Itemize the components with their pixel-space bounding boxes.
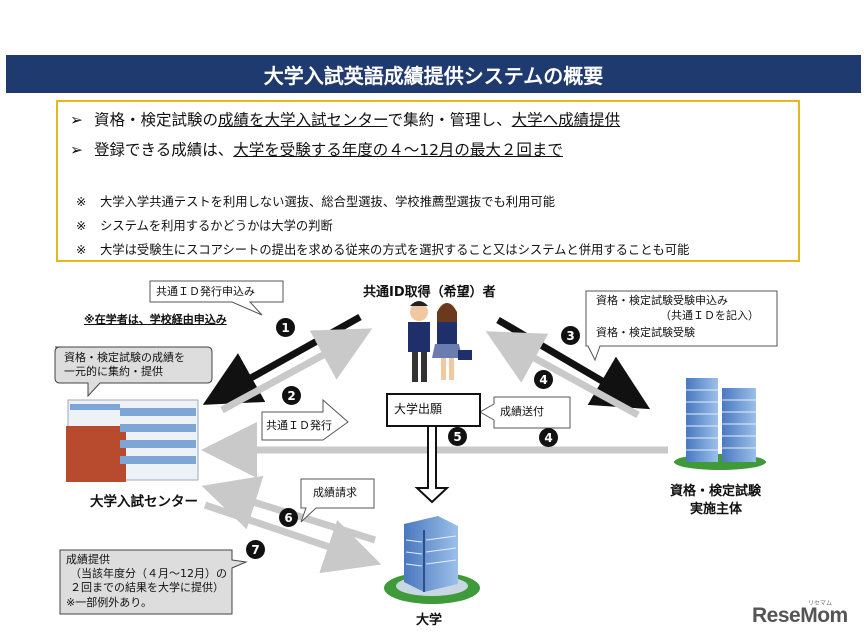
note-3: ※大学は受験生にスコアシートの提出を求める従来の方式を選択すること又はシステムと… — [76, 243, 690, 257]
page-title: 大学入試英語成績提供システムの概要 — [6, 55, 861, 93]
provide-text-1: 成績提供 — [66, 553, 110, 566]
node-applicant-label: 共通ID取得（希望）者 — [363, 285, 496, 300]
node-center-label: 大学入試センター — [90, 494, 198, 510]
arrow-7-score-provide — [203, 501, 382, 574]
enrolled-note: ※在学者は、学校経由申込み — [84, 313, 227, 326]
provide-text-2: （当該年度分（４月～12月）の — [70, 567, 227, 580]
arrow-2-id-issue — [220, 328, 373, 414]
callout-score-provide — [59, 549, 248, 615]
node-exam-body-label-2: 実施主体 — [690, 502, 743, 517]
center-building-illustration — [66, 399, 199, 482]
provide-text-4: ※一部例外あり。 — [66, 596, 152, 609]
step-badge-4a: 4 — [534, 370, 553, 389]
callout-id-issue — [261, 398, 349, 441]
step-badge-4b: 4 — [539, 428, 558, 447]
bullet-1: ➢資格・検定試験の成績を大学入試センターで集約・管理し、大学へ成績提供 — [70, 111, 621, 129]
university-building-illustration — [384, 516, 480, 604]
note-2: ※システムを利用するかどうかは大学の判断 — [76, 219, 333, 233]
callout-id-apply-text: 共通ＩＤ発行申込み — [156, 285, 255, 298]
callout-univ-apply — [386, 393, 481, 427]
exam-apply-text-2: （共通ＩＤを記入） — [660, 309, 759, 322]
students-illustration — [408, 301, 472, 382]
exam-body-illustration — [674, 378, 766, 470]
center-role-text-1: 資格・検定試験の成績を — [64, 351, 185, 364]
step-badge-7: 7 — [246, 540, 265, 559]
step-badge-6: 6 — [279, 508, 298, 527]
summary-box: ➢資格・検定試験の成績を大学入試センターで集約・管理し、大学へ成績提供 ➢登録で… — [56, 100, 800, 262]
step-badge-5: 5 — [448, 427, 467, 446]
callout-score-send-text: 成績送付 — [500, 405, 544, 418]
node-university-label: 大学 — [416, 613, 443, 628]
callout-id-apply — [149, 280, 284, 316]
callout-score-send — [478, 396, 571, 429]
logo-subtext: リセマム — [808, 600, 833, 607]
callout-exam-apply — [585, 290, 778, 362]
provide-text-3: ２回までの結果を大学に提供） — [70, 581, 224, 594]
callout-center-role — [54, 346, 213, 398]
arrow-5-univ-apply — [414, 424, 450, 504]
exam-apply-text-3: 資格・検定試験受験 — [596, 326, 695, 339]
exam-apply-text-1: 資格・検定試験受験申込み — [596, 294, 728, 307]
step-badge-2: 2 — [282, 386, 301, 405]
step-badge-1: 1 — [276, 318, 295, 337]
node-exam-body-label-1: 資格・検定試験 — [670, 484, 762, 499]
bullet-2: ➢登録できる成績は、大学を受験する年度の４～12月の最大２回まで — [70, 141, 563, 159]
step-badge-3: 3 — [561, 326, 580, 345]
callout-id-issue-text: 共通ＩＤ発行 — [266, 419, 332, 432]
center-role-text-2: 一元的に集約・提供 — [64, 365, 163, 378]
callout-univ-apply-text: 大学出願 — [394, 402, 443, 416]
arrow-4-score-to-applicant — [485, 331, 640, 419]
callout-score-request — [300, 478, 375, 523]
resemom-logo: ReseMom — [752, 604, 848, 627]
note-1: ※大学入学共通テストを利用しない選抜、総合型選抜、学校推薦型選抜でも利用可能 — [76, 195, 555, 209]
callout-score-request-text: 成績請求 — [313, 486, 357, 499]
